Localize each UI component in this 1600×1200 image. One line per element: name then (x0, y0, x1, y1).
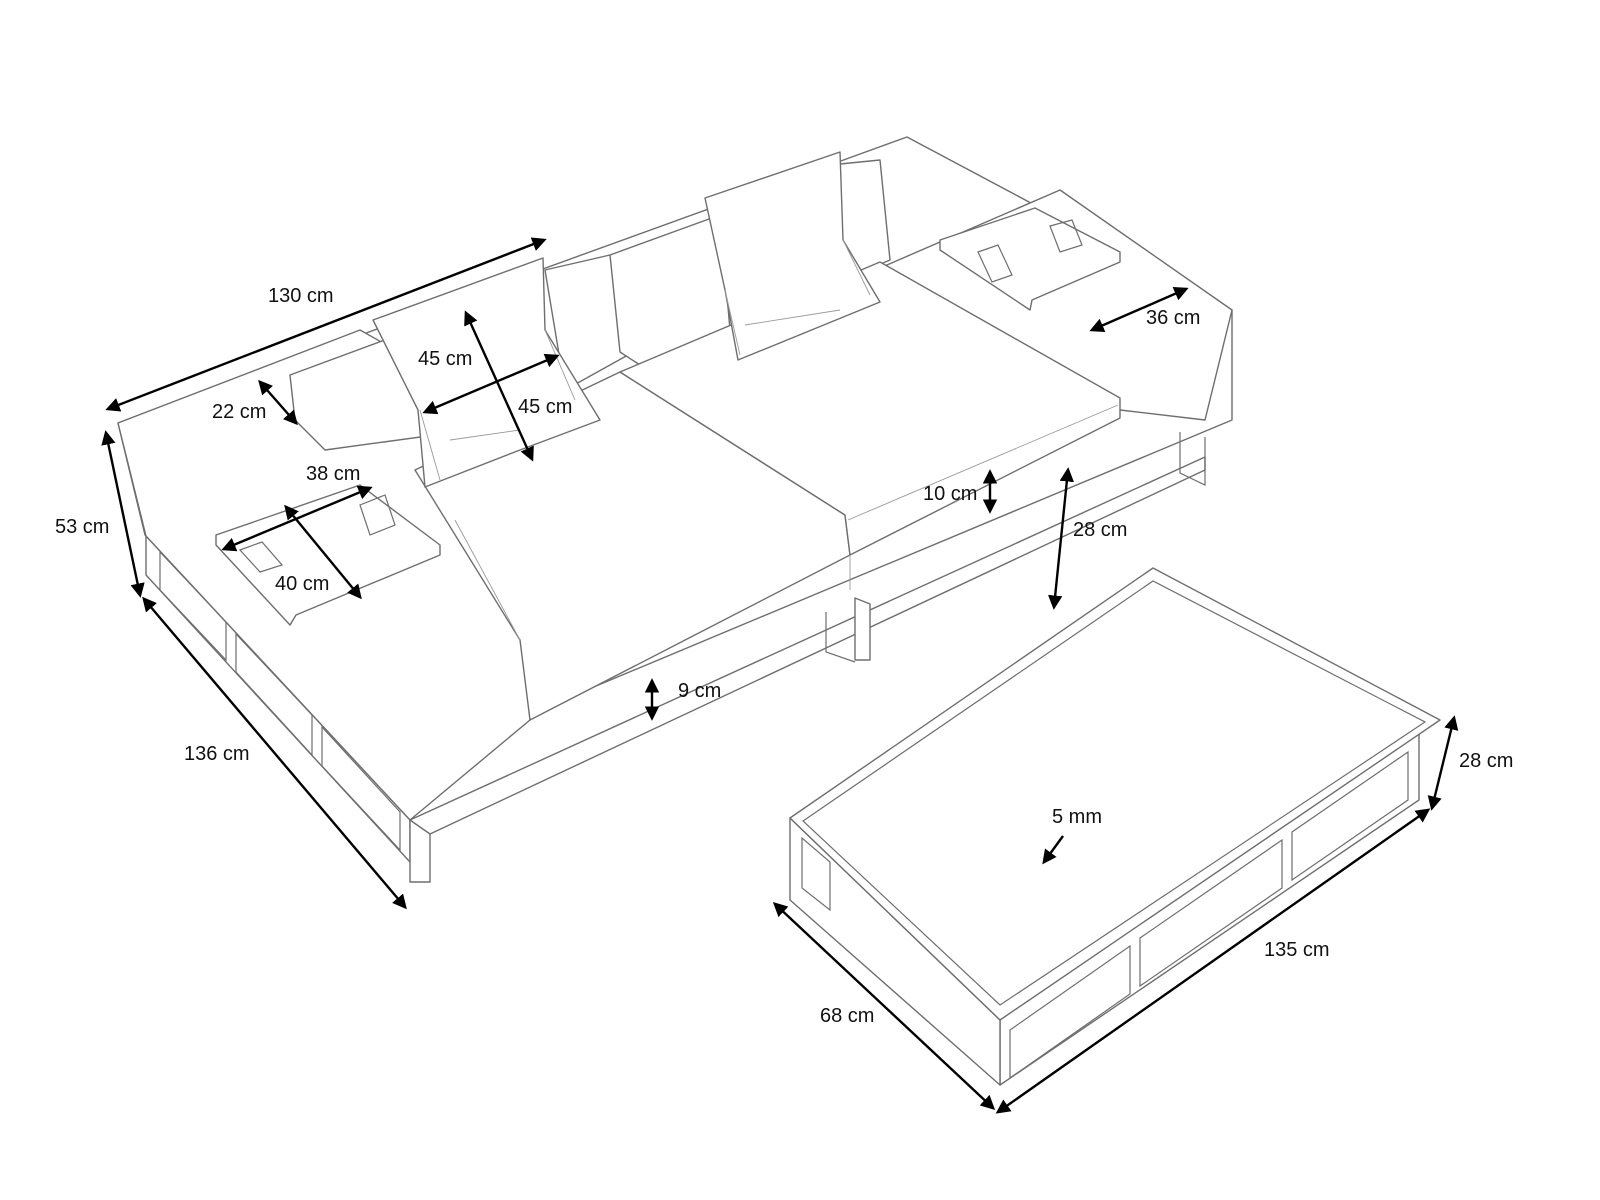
dimension-lines (101, 237, 1459, 1114)
label-right-tray-width: 36 cm (1146, 307, 1200, 329)
label-total-height: 53 cm (55, 516, 109, 538)
label-pillow-width: 45 cm (518, 396, 572, 418)
dimension-labels: 130 cm 22 cm 45 cm 45 cm 53 cm 38 cm 40 … (55, 285, 1513, 1027)
label-seat-cushion-left: 9 cm (678, 680, 721, 702)
label-sofa-depth: 136 cm (184, 743, 250, 765)
label-table-length: 135 cm (1264, 939, 1330, 961)
arrow-sofa-depth (142, 596, 407, 910)
label-table-height: 28 cm (1459, 750, 1513, 772)
label-glass-thickness: 5 mm (1052, 806, 1102, 828)
arrow-tray-width (284, 504, 362, 600)
label-back-cushion-depth: 22 cm (212, 401, 266, 423)
label-table-width: 68 cm (820, 1005, 874, 1027)
arrow-total-height (101, 430, 145, 598)
label-tray-width: 40 cm (275, 573, 329, 595)
arrow-sofa-length (105, 237, 547, 412)
coffee-table-drawing (789, 567, 1441, 1086)
arrow-table-length (995, 808, 1431, 1114)
label-seat-cushion-right: 10 cm (923, 483, 977, 505)
tray-right (939, 207, 1121, 311)
label-tray-length: 38 cm (306, 463, 360, 485)
label-pillow-height: 45 cm (418, 348, 472, 370)
label-seat-height-frame: 28 cm (1073, 519, 1127, 541)
arrow-pillow-width (422, 353, 560, 415)
arrow-right-tray-width (1089, 287, 1189, 332)
arrow-back-cushion-depth (258, 379, 298, 426)
label-sofa-length: 130 cm (268, 285, 334, 307)
arrow-table-width (772, 902, 996, 1110)
arrow-table-height (1427, 715, 1459, 811)
arrow-seat-height-frame (1048, 467, 1074, 610)
